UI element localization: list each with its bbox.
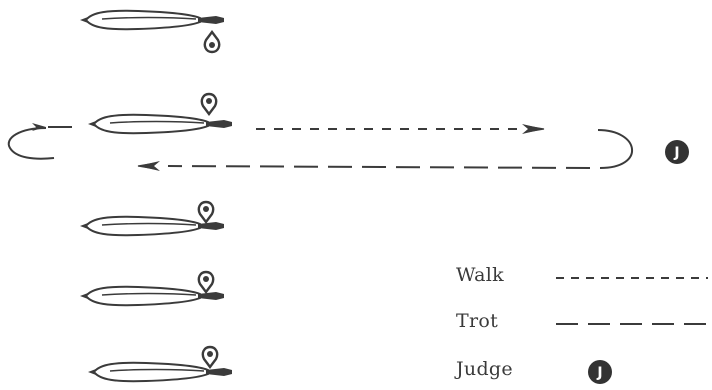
horse-3-icon <box>79 200 225 237</box>
horse-1-icon <box>79 9 225 54</box>
horse-4-icon <box>79 270 225 307</box>
turn-loop-left <box>7 123 72 160</box>
turn-loop-right <box>597 129 633 169</box>
legend-walk-label: Walk <box>456 264 504 286</box>
legend-trot-label: Trot <box>456 310 499 332</box>
judge-icon <box>665 140 689 164</box>
walk-path-line <box>256 123 545 135</box>
legend-judge-symbol <box>588 360 612 384</box>
horse-2-icon <box>87 92 233 135</box>
legend-judge-label: Judge <box>456 358 513 380</box>
trot-path-line <box>137 160 591 172</box>
horse-5-icon <box>87 345 233 383</box>
